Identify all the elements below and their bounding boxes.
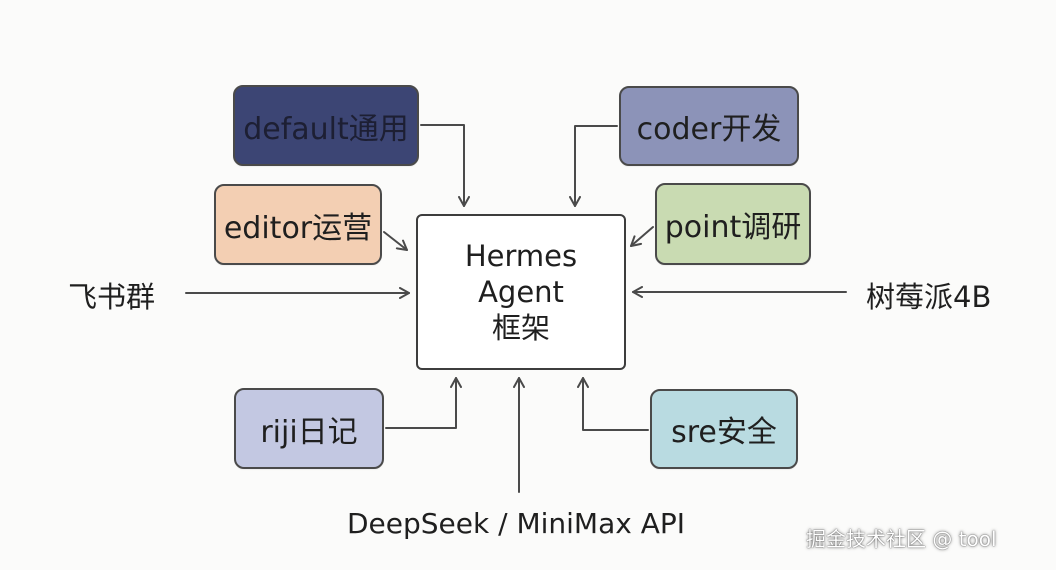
arrow-default-to-center [420, 124, 470, 207]
node-sre: sre安全 [650, 389, 798, 469]
center-line-1: Hermes [464, 239, 578, 273]
input-label-raspberry-pi: 树莓派4B [866, 280, 992, 314]
arrow-coder-to-center [569, 125, 618, 207]
node-center-hermes-agent: Hermes Agent 框架 [416, 214, 626, 370]
arrow-point-to-center [630, 226, 654, 247]
node-riji: riji日记 [234, 388, 384, 469]
arrow-editor-to-center [383, 231, 408, 251]
input-label-feishu: 飞书群 [68, 280, 156, 314]
watermark: 掘金技术社区 @ tool [806, 527, 997, 551]
arrow-sre-to-center [577, 377, 649, 431]
center-line-3: 框架 [491, 311, 550, 345]
arrow-riji-to-center [385, 377, 462, 429]
node-editor: editor运营 [214, 184, 382, 265]
center-line-2: Agent [478, 275, 564, 309]
node-coder: coder开发 [619, 86, 799, 166]
node-point: point调研 [655, 183, 811, 265]
input-label-api: DeepSeek / MiniMax API [347, 507, 686, 540]
node-default: default通用 [233, 85, 419, 166]
